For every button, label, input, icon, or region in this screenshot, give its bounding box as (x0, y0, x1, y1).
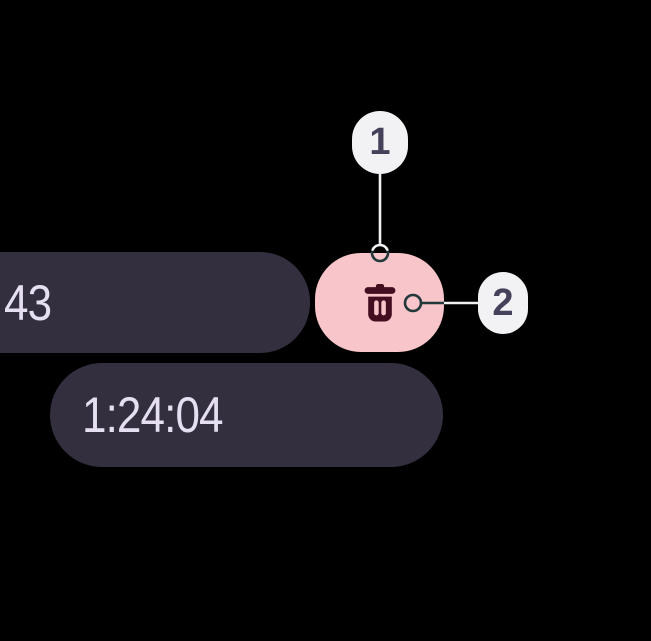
delete-button[interactable] (315, 253, 444, 352)
timer-chip-elapsed: 1:24:04 (50, 363, 443, 467)
callout-badge-2-label: 2 (492, 281, 514, 324)
callout-badge-2: 2 (478, 272, 528, 334)
trash-icon (364, 283, 395, 321)
callout-badge-1: 1 (352, 111, 408, 174)
timer-chip-partial: 43 (0, 252, 310, 353)
timer-chip-partial-value: 43 (4, 274, 52, 331)
callout-1-anchor-ring-highlight (371, 243, 389, 251)
callout-badge-1-label: 1 (369, 121, 391, 163)
timer-chip-elapsed-value: 1:24:04 (82, 387, 224, 443)
